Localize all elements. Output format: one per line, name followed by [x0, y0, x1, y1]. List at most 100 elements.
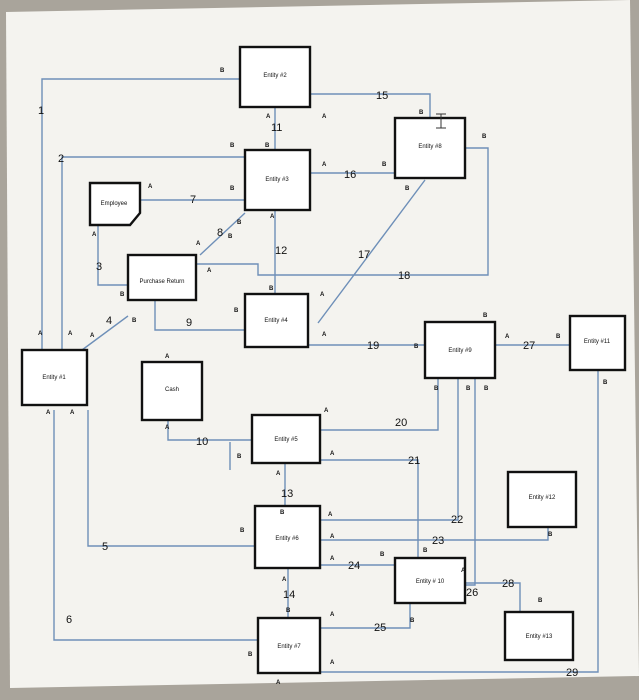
line-8	[199, 212, 246, 256]
entity-11-label: Entity #11	[584, 339, 611, 345]
card-a: A	[320, 292, 325, 298]
card-b: B	[230, 143, 235, 149]
text-cursor-icon	[436, 113, 446, 129]
entity-4-box[interactable]	[243, 292, 310, 349]
card-a: A	[165, 425, 170, 431]
card-b: B	[548, 532, 553, 538]
paper-sheet	[6, 0, 639, 688]
card-a: A	[90, 333, 95, 339]
card-b: B	[538, 598, 543, 604]
rel-label-21: 21	[408, 455, 420, 467]
entity-2-box[interactable]	[238, 45, 312, 109]
card-a: A	[276, 471, 281, 477]
rel-label-10: 10	[196, 436, 208, 448]
entity-9-label: Entity #9	[448, 348, 472, 354]
card-b: B	[603, 380, 608, 386]
line-20	[320, 378, 439, 431]
card-a: A	[461, 568, 466, 574]
entity-11-box[interactable]	[568, 314, 627, 372]
employee-label: Employee	[101, 201, 128, 207]
entity-5-label: Entity #5	[274, 437, 298, 443]
entity-3-box[interactable]	[243, 148, 312, 212]
entity-13-box[interactable]	[503, 610, 575, 662]
entity-3-label: Entity #3	[265, 177, 289, 183]
rel-label-18: 18	[398, 270, 410, 282]
line-25	[320, 602, 411, 629]
line-5	[87, 410, 268, 547]
line-26	[465, 378, 476, 586]
card-b: B	[484, 386, 489, 392]
entity-7-label: Entity #7	[277, 644, 301, 650]
card-a: A	[46, 410, 51, 416]
rel-label-8: 8	[217, 227, 223, 239]
card-a: A	[330, 556, 335, 562]
entity-1-box[interactable]	[20, 348, 89, 407]
line-22	[320, 378, 459, 521]
rel-label-6: 6	[66, 614, 72, 626]
rel-label-27: 27	[523, 340, 535, 352]
card-b: B	[280, 510, 285, 516]
line-6	[53, 410, 258, 641]
rel-label-16: 16	[344, 169, 356, 181]
card-b: B	[382, 162, 387, 168]
line-15	[310, 93, 431, 118]
card-b: B	[237, 454, 242, 460]
rel-label-5: 5	[102, 541, 108, 553]
employee-box[interactable]	[88, 181, 142, 227]
card-a: A	[322, 162, 327, 168]
entity-5-box[interactable]	[250, 413, 322, 465]
card-a: A	[328, 512, 333, 518]
card-b: B	[132, 318, 137, 324]
card-b: B	[265, 143, 270, 149]
card-a: A	[270, 214, 275, 220]
card-a: A	[148, 184, 153, 190]
entity-6-label: Entity #6	[275, 536, 299, 542]
card-b: B	[483, 313, 488, 319]
card-b: B	[423, 548, 428, 554]
rel-label-13: 13	[281, 488, 293, 500]
rel-label-22: 22	[451, 514, 463, 526]
line-2	[61, 156, 245, 350]
rel-label-24: 24	[348, 560, 360, 572]
line-28	[465, 582, 521, 612]
rel-label-23: 23	[432, 535, 444, 547]
cash-box[interactable]	[140, 360, 204, 422]
entity-7-box[interactable]	[256, 616, 322, 675]
card-a: A	[266, 114, 271, 120]
rel-label-15: 15	[376, 90, 388, 102]
entity-1-label: Entity #1	[42, 375, 66, 381]
rel-label-17: 17	[358, 249, 370, 261]
card-a: A	[330, 660, 335, 666]
entity-8-label: Entity #8	[418, 144, 442, 150]
card-b: B	[405, 186, 410, 192]
relationship-numbers: 1 2 3 4 5 6 7 8 9 10 11 12 13 14 15 16 1…	[38, 90, 578, 679]
rel-label-20: 20	[395, 417, 407, 429]
rel-label-1: 1	[38, 105, 44, 117]
line-29	[280, 370, 599, 673]
entity-10-label: Entity # 10	[416, 579, 445, 585]
line-17	[317, 179, 426, 324]
entity-9-box[interactable]	[423, 320, 497, 380]
card-b: B	[120, 292, 125, 298]
card-b: B	[237, 220, 242, 226]
card-a: A	[38, 331, 43, 337]
card-a: A	[330, 612, 335, 618]
entity-6-box[interactable]	[253, 504, 322, 570]
line-21	[320, 459, 419, 558]
rel-label-3: 3	[96, 261, 102, 273]
entity-8-box[interactable]	[393, 116, 467, 180]
card-a: A	[322, 332, 327, 338]
card-b: B	[414, 344, 419, 350]
card-a: A	[282, 577, 287, 583]
cardinality-labels: B A A B B B B A B A B B A B B A A A B A …	[38, 68, 608, 686]
entity-12-box[interactable]	[506, 470, 578, 529]
card-b: B	[220, 68, 225, 74]
purchase-return-box[interactable]	[126, 253, 198, 302]
line-23	[320, 528, 549, 541]
card-a: A	[70, 410, 75, 416]
rel-label-11: 11	[271, 122, 282, 134]
entity-10-box[interactable]	[393, 556, 467, 605]
line-3	[97, 225, 128, 286]
